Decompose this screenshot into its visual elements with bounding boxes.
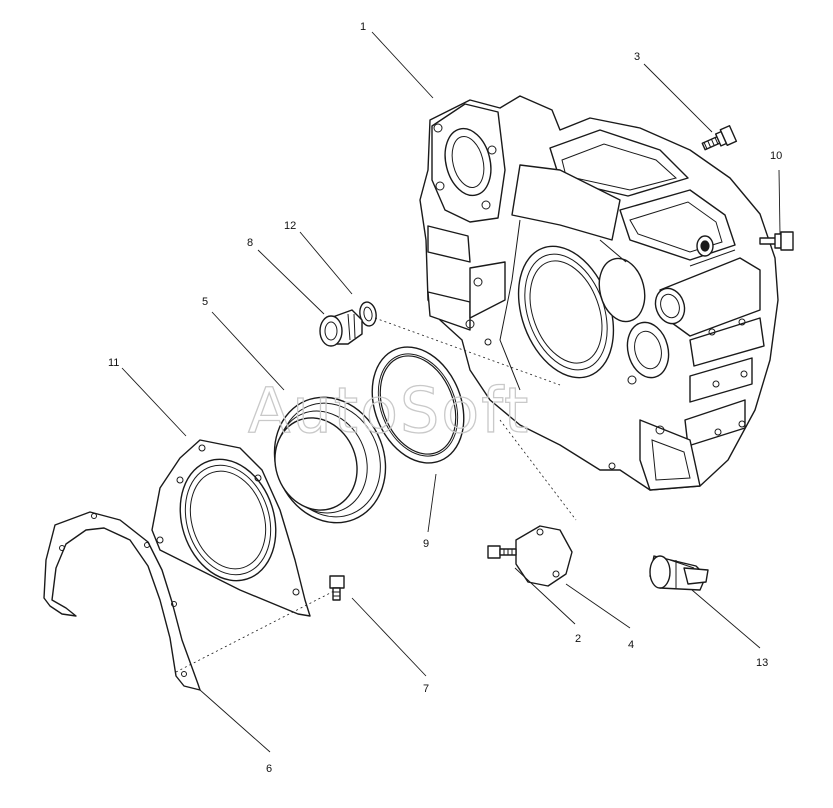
- callout-3: 3: [634, 51, 640, 63]
- assembly-lines: [175, 317, 577, 673]
- callout-10: 10: [770, 150, 782, 162]
- seal-retainer-11: [151, 439, 311, 617]
- plug-8: [319, 309, 363, 347]
- callout-11: 11: [108, 357, 119, 369]
- bolt-10: [759, 231, 794, 251]
- callout-labels: 1 3 10 12 8 5 11 9 2 4 13 7 6: [108, 21, 782, 775]
- callout-1: 1: [360, 21, 366, 33]
- sleeve-13: [649, 555, 709, 591]
- callout-13: 13: [756, 657, 768, 669]
- bolt-3: [701, 125, 738, 151]
- callout-7: 7: [423, 683, 429, 695]
- callout-12: 12: [284, 220, 296, 232]
- o-ring-12: [359, 301, 377, 327]
- callout-8: 8: [247, 237, 253, 249]
- bolt-7: [329, 575, 345, 601]
- gasket-6: [43, 511, 201, 691]
- cover-plate-4: [515, 525, 573, 587]
- oil-seal-5: [273, 396, 387, 524]
- flywheel-housing: [419, 95, 779, 491]
- callout-4: 4: [628, 639, 634, 651]
- callout-6: 6: [266, 763, 272, 775]
- callout-9: 9: [423, 538, 429, 550]
- bolt-2: [487, 545, 517, 559]
- watermark-text: AutoSoft: [248, 374, 530, 447]
- callout-2: 2: [575, 633, 581, 645]
- o-ring-9: [371, 346, 465, 464]
- leader-lines: [121, 31, 781, 753]
- callout-5: 5: [202, 296, 208, 308]
